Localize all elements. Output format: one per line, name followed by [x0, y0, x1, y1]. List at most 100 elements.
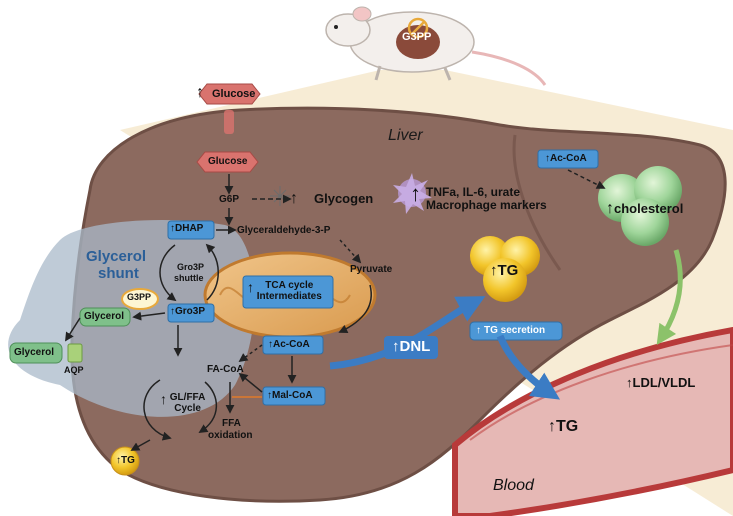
glycerol-liver-box [79, 307, 131, 327]
up-arrow-icon: ↑ [170, 223, 175, 234]
malcoa-text: Mal-CoA [272, 390, 313, 401]
tca-text-1: TCA cycle [265, 280, 314, 291]
glucose-liver-label: Glucose [208, 156, 248, 167]
tca-label: ↑ TCA cycle Intermediates [247, 279, 322, 302]
liver-shape [70, 106, 727, 503]
gro3p-shuttle-label-2: shuttle [174, 273, 204, 283]
glucose-blood-label: ↑ Glucose [196, 84, 255, 102]
ffa-oxidation-label-2: oxidation [208, 430, 253, 441]
malcoa-label: ↑Mal-CoA [267, 390, 313, 401]
tca-text-2: Intermediates [256, 291, 322, 302]
facoa-label: FA-CoA [207, 364, 244, 375]
up-arrow-icon: ↑ [545, 153, 550, 164]
g6p-label: G6P [219, 194, 240, 205]
dnl-text: DNL [399, 338, 431, 355]
liver-label: Liver [388, 127, 423, 144]
shunt-title-2: shunt [98, 265, 139, 282]
glffa-text-2: Cycle [174, 403, 201, 414]
glycogen-label: ↑ Glycogen [290, 190, 373, 208]
liver-lobe-divider [512, 134, 562, 271]
up-arrow-icon: ↑ [290, 190, 298, 207]
up-arrow-icon: ↑ [548, 418, 556, 435]
glycogen-icon [270, 186, 290, 206]
g3pp-enzyme [121, 288, 159, 310]
tg-blood-text: TG [556, 418, 579, 435]
blood-vessel [452, 326, 733, 516]
tg-secretion-arrow [496, 334, 561, 400]
gro3p-shuttle-label-1: Gro3P [177, 262, 205, 272]
glucose-blood-shape [198, 83, 261, 105]
inflammation-label: TNFa, IL-6, urate Macrophage markers [426, 185, 547, 213]
up-arrow-icon: ↑ [160, 391, 167, 407]
inflammation-line-2: Macrophage markers [426, 198, 547, 213]
dnl-label: ↑DNL [384, 336, 439, 359]
up-arrow-icon: ↑ [196, 84, 204, 101]
up-arrow-icon: ↑ [267, 390, 272, 401]
dhap-label: ↑DHAP [170, 223, 203, 234]
aqp-channel [67, 343, 83, 363]
accoa-label: ↑Ac-CoA [268, 339, 310, 350]
glucose-blood-text: Glucose [212, 88, 256, 100]
tg-liver-label: ↑TG [490, 262, 519, 280]
shunt-region [8, 220, 255, 417]
glycogen-text: Glycogen [314, 191, 374, 206]
blood-label: Blood [493, 477, 534, 494]
accoa-chol-box [537, 149, 599, 169]
ffa-oxidation-label-1: FFA [222, 418, 241, 429]
gro3p-label: ↑Gro3P [170, 306, 205, 317]
gap-label: Glyceraldehyde-3-P [237, 225, 331, 236]
up-arrow-icon: ↑ [268, 339, 273, 350]
cholesterol-secretion-arrow [656, 249, 683, 345]
tg-liver-text: TG [497, 262, 519, 279]
tg-liver-droplets [470, 236, 540, 302]
accoa-chol-label: ↑Ac-CoA [545, 153, 587, 164]
glffa-label: ↑ GL/FFA Cycle [160, 391, 206, 414]
tg-secretion-box [469, 321, 563, 341]
macrophage-icon [393, 173, 432, 214]
up-arrow-icon: ↑ [116, 455, 121, 466]
cholesterol-label: ↑cholesterol [606, 200, 683, 218]
malcoa-box [262, 386, 326, 406]
tg-small-text: TG [121, 455, 135, 466]
aqp-label: AQP [64, 365, 84, 375]
shunt-title-1: Glycerol [86, 248, 147, 265]
glycerol-liver-label: Glycerol [84, 311, 125, 322]
glucose-transporter [224, 110, 234, 134]
glffa-text-1: GL/FFA [169, 392, 206, 403]
up-arrow-icon: ↑ [490, 262, 498, 279]
glucose-liver-shape [196, 151, 259, 173]
cholesterol-droplets [598, 166, 682, 246]
pyruvate-label: Pyruvate [350, 264, 393, 275]
up-arrow-icon: ↑ [606, 200, 614, 217]
cholesterol-text: cholesterol [614, 201, 684, 216]
mouse-gene-label: G3PP [402, 31, 432, 43]
tca-box [242, 275, 334, 309]
g3pp-label: G3PP [127, 292, 152, 302]
accoa-chol-text: Ac-CoA [550, 153, 587, 164]
gro3p-text: Gro3P [175, 306, 206, 317]
ldl-label: ↑LDL/VLDL [626, 375, 696, 390]
gro3p-box [167, 303, 215, 323]
accoa-box [262, 335, 324, 355]
tg-small-label: ↑TG [116, 455, 135, 466]
tg-secretion-label: ↑TG secretion [476, 325, 545, 336]
accoa-text: Ac-CoA [273, 339, 310, 350]
pathway-arrows [65, 169, 606, 451]
up-arrow-icon: ↑ [476, 325, 481, 336]
up-arrow-icon: ↑ [170, 306, 175, 317]
up-arrow-icon: ↑ [626, 375, 633, 390]
tg-secretion-text: TG secretion [484, 325, 546, 336]
ldl-text: LDL/VLDL [632, 375, 696, 390]
up-arrow-icon: ↑ [392, 338, 400, 355]
tg-blood-label: ↑TG [548, 418, 578, 436]
dhap-text: DHAP [175, 223, 204, 234]
tg-small-droplet [110, 446, 140, 476]
up-arrow-icon: ↑ [247, 279, 254, 295]
blood-vessel-inner [469, 344, 733, 441]
glycerol-out-box [9, 342, 63, 364]
inflammation-line-1: TNFa, IL-6, urate [426, 185, 521, 199]
mouse-illustration [325, 6, 547, 86]
inflammation-up-arrow: ↑ [410, 181, 421, 206]
